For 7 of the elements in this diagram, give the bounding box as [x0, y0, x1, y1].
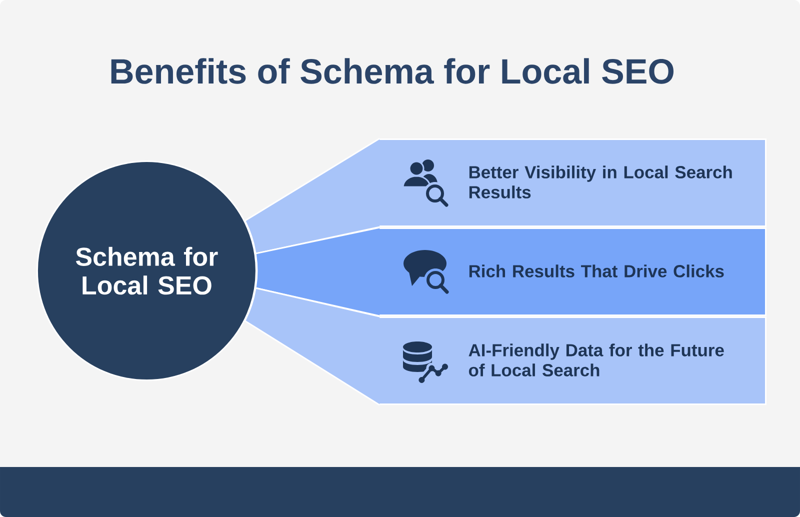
- title: Benefits of Schema for Local SEO: [111, 58, 674, 84]
- benefit-box: Better Visibility in Local Search Results: [378, 138, 766, 227]
- benefit-box: Rich Results That Drive Clicks: [378, 228, 766, 316]
- funnel-connector: [244, 287, 380, 406]
- funnel-connector: [244, 138, 380, 254]
- funnel-connector: [254, 226, 380, 317]
- benefit-box: AI-Friendly Data for the Future of Local Search: [378, 316, 766, 405]
